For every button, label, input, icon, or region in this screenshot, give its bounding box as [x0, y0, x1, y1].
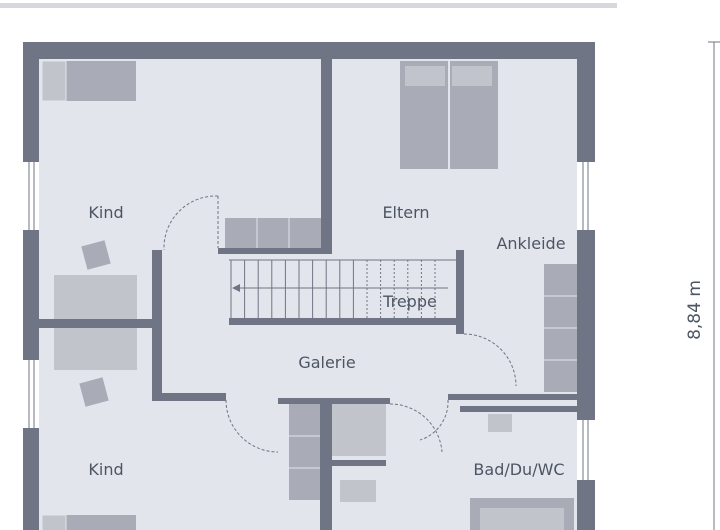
- room-label-galerie: Galerie: [298, 353, 355, 372]
- staircase: [229, 254, 456, 318]
- room-label-kind-1: Kind: [88, 203, 123, 222]
- ankleide-wardrobe: [544, 264, 577, 392]
- central-fixtures: [289, 404, 386, 502]
- stair-arrow-icon: [232, 284, 240, 292]
- interior-walls: [39, 59, 577, 530]
- bath-fixtures: [470, 414, 574, 530]
- dimension-line: [708, 41, 720, 530]
- room-label-treppe: Treppe: [382, 292, 437, 311]
- room-label-eltern: Eltern: [382, 203, 429, 222]
- room-label-bad: Bad/Du/WC: [473, 460, 564, 479]
- top-divider-line: [0, 3, 617, 8]
- window-right-lower: [577, 420, 595, 480]
- door-arcs: [163, 195, 517, 453]
- room-label-ankleide: Ankleide: [496, 234, 565, 253]
- kind2-furniture: [41, 328, 137, 530]
- room-label-kind-2: Kind: [88, 460, 123, 479]
- eltern-bed: [400, 61, 498, 169]
- dimension-label: 8,84 m: [685, 280, 705, 340]
- window-left-upper: [23, 162, 39, 230]
- wardrobe-top: [225, 218, 321, 248]
- window-left-lower: [23, 360, 39, 428]
- window-right-upper: [577, 162, 595, 230]
- kind1-furniture: [41, 60, 137, 319]
